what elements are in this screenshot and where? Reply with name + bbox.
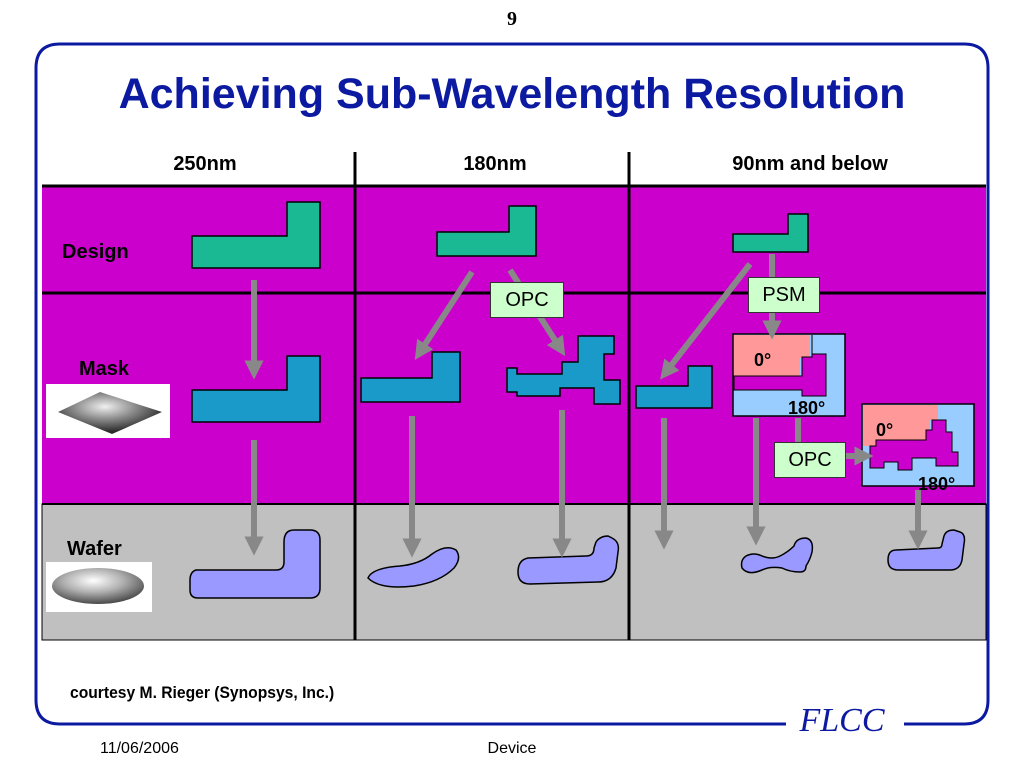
row-label-design: Design bbox=[62, 241, 129, 263]
wafer-shape-90nm-psm bbox=[740, 537, 814, 574]
wafer-shape-250nm bbox=[189, 529, 321, 599]
row-label-mask: Mask bbox=[79, 358, 130, 380]
arrow-90-design-mask bbox=[660, 262, 753, 380]
column-header-90nm: 90nm and below bbox=[732, 153, 888, 175]
mask-shape-180nm-opc bbox=[506, 335, 621, 405]
wafer-shape-180nm-plain bbox=[367, 547, 460, 588]
design-shape-90nm bbox=[732, 213, 809, 253]
footer-date: 11/06/2006 bbox=[100, 740, 179, 757]
wafer-shape-90nm-psm-opc bbox=[887, 529, 966, 571]
footer-center-text: Device bbox=[487, 740, 537, 757]
phase-zero-label-psm: 0° bbox=[754, 350, 772, 370]
phase-180-label-psm: 180° bbox=[788, 398, 826, 418]
credit-line: courtesy M. Rieger (Synopsys, Inc.) bbox=[70, 683, 335, 702]
wafer-photo bbox=[52, 568, 144, 604]
arrow-180-design-mask-left bbox=[414, 270, 475, 361]
psm-opc-zero-region bbox=[863, 405, 938, 446]
phase-zero-label-psm-opc: 0° bbox=[876, 420, 894, 440]
mask-photo bbox=[58, 392, 162, 434]
slide-title: Achieving Sub-Wavelength Resolution bbox=[118, 70, 906, 118]
mask-shape-90nm-plain bbox=[635, 365, 713, 409]
row-label-wafer: Wafer bbox=[67, 538, 122, 560]
psm-opc-dark-feature bbox=[869, 419, 959, 471]
flcc-logo: FLCC bbox=[786, 702, 898, 740]
opc-box-right: OPC bbox=[774, 442, 846, 478]
mask-shape-250nm bbox=[191, 355, 321, 423]
column-header-180nm: 180nm bbox=[463, 153, 527, 175]
page-number: 9 bbox=[507, 8, 517, 30]
opc-box-center: OPC bbox=[490, 282, 564, 318]
psm-dark-feature bbox=[733, 335, 827, 397]
phase-180-label-psm-opc: 180° bbox=[918, 474, 956, 494]
wafer-band bbox=[41, 503, 987, 641]
design-shape-180nm bbox=[436, 205, 537, 257]
psm-zero-region bbox=[734, 335, 810, 388]
psm-box: PSM bbox=[748, 277, 820, 313]
design-shape-250nm bbox=[191, 201, 321, 269]
column-header-250nm: 250nm bbox=[173, 153, 237, 175]
wafer-shape-180nm-opc bbox=[517, 535, 620, 585]
mask-shape-180nm-plain bbox=[360, 351, 461, 403]
